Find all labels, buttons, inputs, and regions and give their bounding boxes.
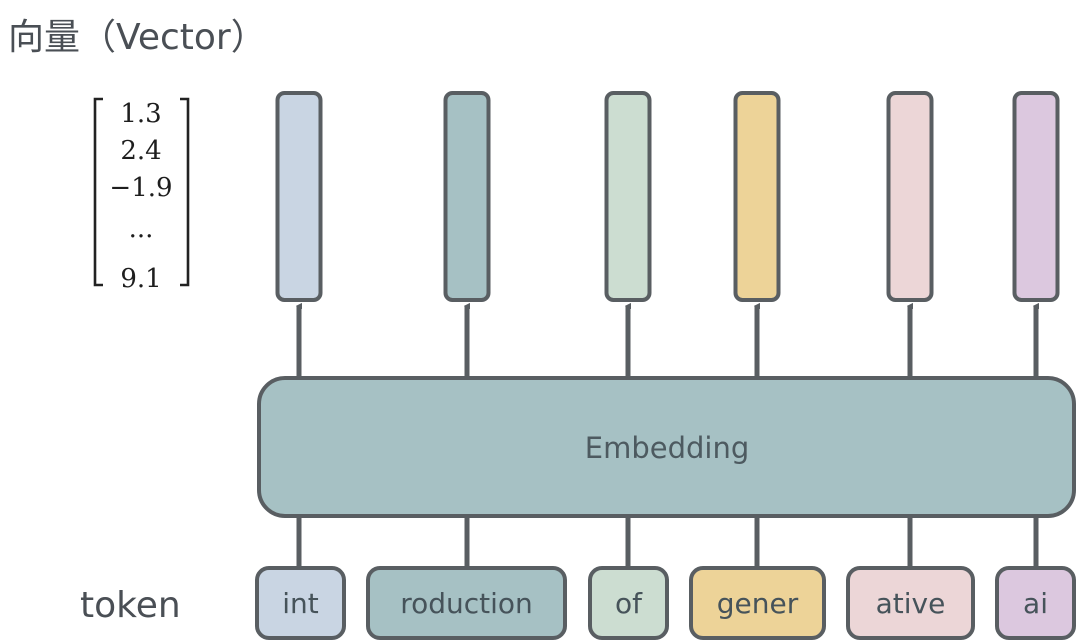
vector-value-2: −1.9 xyxy=(109,173,172,203)
vector-bar-ative xyxy=(886,91,934,302)
right-bracket xyxy=(180,97,190,287)
token-box-gener xyxy=(689,566,826,640)
vector-value-3: ... xyxy=(129,214,154,244)
token-box-ai xyxy=(995,566,1076,640)
token-row: int roduction of gener ative ai xyxy=(255,566,1076,640)
token-box-of xyxy=(588,566,669,640)
vector-value-4: 9.1 xyxy=(120,264,161,294)
vector-bar-gener xyxy=(733,91,781,302)
token-label-int: int xyxy=(282,587,319,620)
token-label-ative: ative xyxy=(876,587,946,620)
up-arrows xyxy=(295,302,1040,379)
embedding-block: Embedding xyxy=(257,376,1076,518)
vector-bar-ai xyxy=(1012,91,1060,302)
vector-value-1: 2.4 xyxy=(120,136,161,166)
vector-example: 1.3 2.4 −1.9... 9.1 xyxy=(93,97,190,294)
token-label-of: of xyxy=(615,587,643,620)
token-label-ai: ai xyxy=(1023,587,1048,620)
vector-bar-int xyxy=(275,91,323,302)
vector-bar-of xyxy=(604,91,652,302)
token-label-roduction: roduction xyxy=(400,587,533,620)
embedding-label: Embedding xyxy=(585,431,749,465)
token-row-label: token xyxy=(80,585,181,626)
vector-bar-roduction xyxy=(443,91,491,302)
token-box-ative xyxy=(846,566,975,640)
token-label-gener: gener xyxy=(717,587,799,620)
output-vectors xyxy=(275,91,1060,302)
vector-value-0: 1.3 xyxy=(120,99,161,129)
token-box-roduction xyxy=(366,566,567,640)
token-box-int xyxy=(255,566,346,640)
token-connectors xyxy=(296,516,1039,568)
diagram-title: 向量（Vector） xyxy=(8,17,267,58)
embedding-box xyxy=(257,376,1076,518)
left-bracket xyxy=(93,97,103,287)
